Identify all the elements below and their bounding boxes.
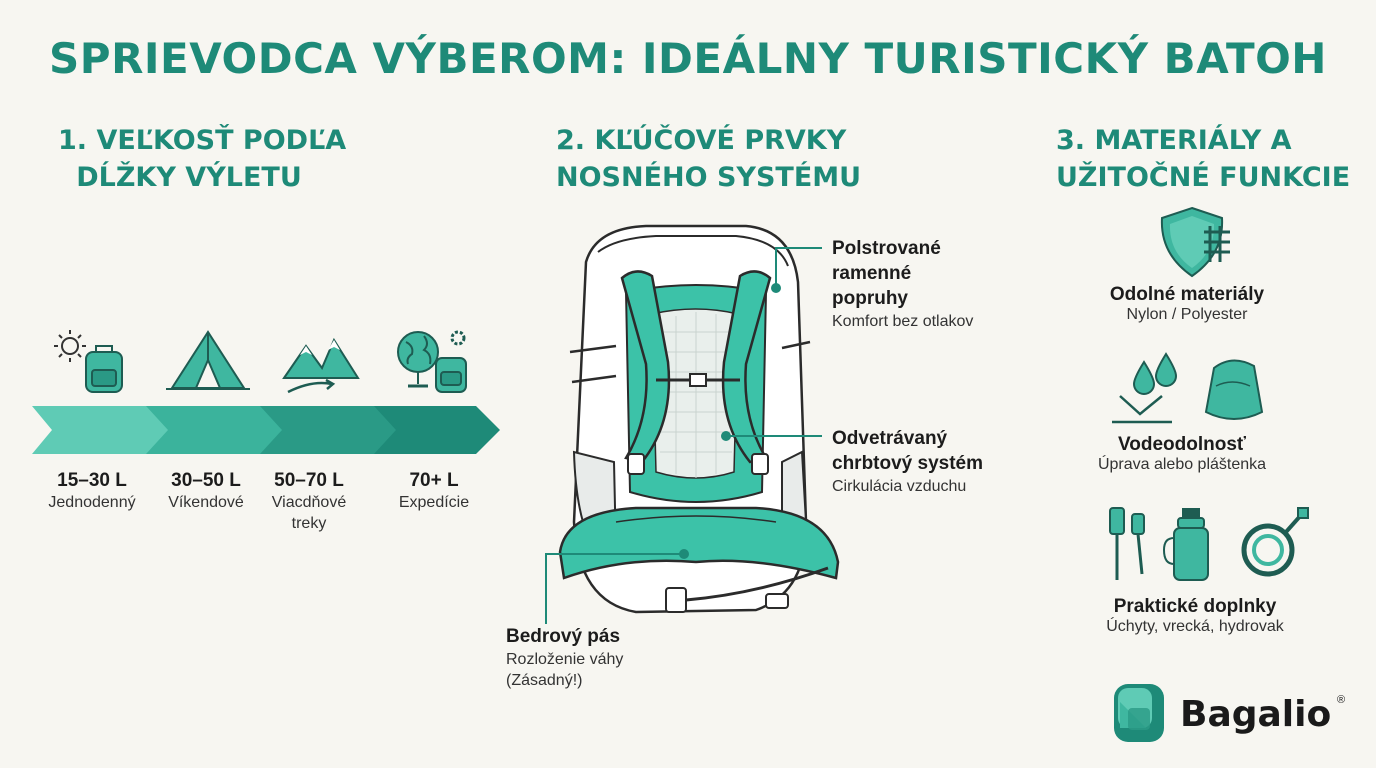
sun-backpack-icon — [54, 330, 123, 393]
feature-waterproofing: Vodeodolnosť Úprava alebo pláštenka — [1054, 434, 1310, 474]
feature-durable-materials: Odolné materiály Nylon / Polyester — [1074, 284, 1300, 324]
backpack-illustration — [558, 224, 840, 614]
feature-subtitle: Úchyty, vrecká, hydrovak — [1106, 618, 1284, 635]
section-heading-materials: 3. MATERIÁLY A UŽITOČNÉ FUNKCIE — [1056, 122, 1350, 196]
section-heading-line: DĹŽKY VÝLETU — [76, 162, 302, 193]
feature-title: Vodeodolnosť — [1117, 434, 1247, 455]
tent-icon — [166, 330, 250, 390]
callout-subtitle: Cirkulácia vzduchu — [832, 478, 967, 495]
feature-accessories: Praktické doplnky Úchyty, vrecká, hydrov… — [1070, 596, 1320, 636]
size-description: Viacdňové treky — [271, 494, 347, 532]
size-progression-arrow — [32, 406, 500, 454]
bagalio-logo-icon — [1114, 684, 1164, 742]
accessories-icon — [1109, 507, 1309, 581]
size-description: Víkendové — [168, 494, 244, 511]
feature-title: Odolné materiály — [1109, 284, 1265, 305]
feature-subtitle: Nylon / Polyester — [1126, 306, 1248, 323]
rain-cover-icon — [1204, 359, 1264, 420]
section-heading-line: 3. MATERIÁLY A — [1056, 125, 1292, 156]
size-card-3: 50–70 L Viacdňové treky — [262, 470, 356, 534]
size-value: 50–70 L — [274, 470, 344, 491]
feature-title: Praktické doplnky — [1113, 596, 1277, 617]
callout-leaders — [545, 247, 822, 624]
page-title: SPRIEVODCA VÝBEROM: IDEÁLNY TURISTICKÝ B… — [49, 34, 1327, 83]
section-heading-size: 1. VEĽKOSŤ PODĽA DĹŽKY VÝLETU — [58, 122, 347, 196]
callout-subtitle: Komfort bez otlakov — [832, 313, 974, 330]
section-heading-line: 2. KĽÚČOVÉ PRVKY — [556, 125, 847, 156]
size-description: Jednodenný — [48, 494, 136, 511]
callout-title: Polstrované ramenné popruhy — [832, 238, 941, 309]
callout-back-system: Odvetrávaný chrbtový systém Cirkulácia v… — [832, 426, 1032, 497]
water-drop-icon — [1112, 352, 1178, 424]
shield-fabric-icon — [1160, 206, 1230, 278]
callout-hip-belt: Bedrový pás Rozloženie váhy (Zásadný!) — [506, 624, 656, 691]
size-card-4: 70+ L Expedície — [372, 470, 496, 513]
section-heading-carry-system: 2. KĽÚČOVÉ PRVKY NOSNÉHO SYSTÉMU — [556, 122, 861, 196]
callout-shoulder-straps: Polstrované ramenné popruhy Komfort bez … — [832, 236, 992, 332]
size-value: 15–30 L — [57, 470, 127, 491]
section-heading-line: UŽITOČNÉ FUNKCIE — [1056, 162, 1351, 193]
registered-mark: ® — [1337, 694, 1346, 706]
size-value: 70+ L — [409, 470, 459, 491]
section-heading-line: 1. VEĽKOSŤ PODĽA — [58, 125, 347, 156]
callout-subtitle: Rozloženie váhy (Zásadný!) — [506, 651, 624, 689]
section-heading-line: NOSNÉHO SYSTÉMU — [556, 162, 862, 193]
brand-name: Bagalio — [1180, 694, 1332, 735]
size-card-1: 15–30 L Jednodenný — [30, 470, 154, 513]
size-value: 30–50 L — [171, 470, 241, 491]
size-card-2: 30–50 L Víkendové — [144, 470, 268, 513]
feature-subtitle: Úprava alebo pláštenka — [1097, 456, 1267, 473]
globe-backpack-icon — [397, 330, 467, 393]
callout-title: Bedrový pás — [506, 626, 621, 647]
size-description: Expedície — [398, 494, 470, 511]
callout-title: Odvetrávaný chrbtový systém — [832, 428, 984, 474]
mountains-icon — [282, 337, 360, 394]
